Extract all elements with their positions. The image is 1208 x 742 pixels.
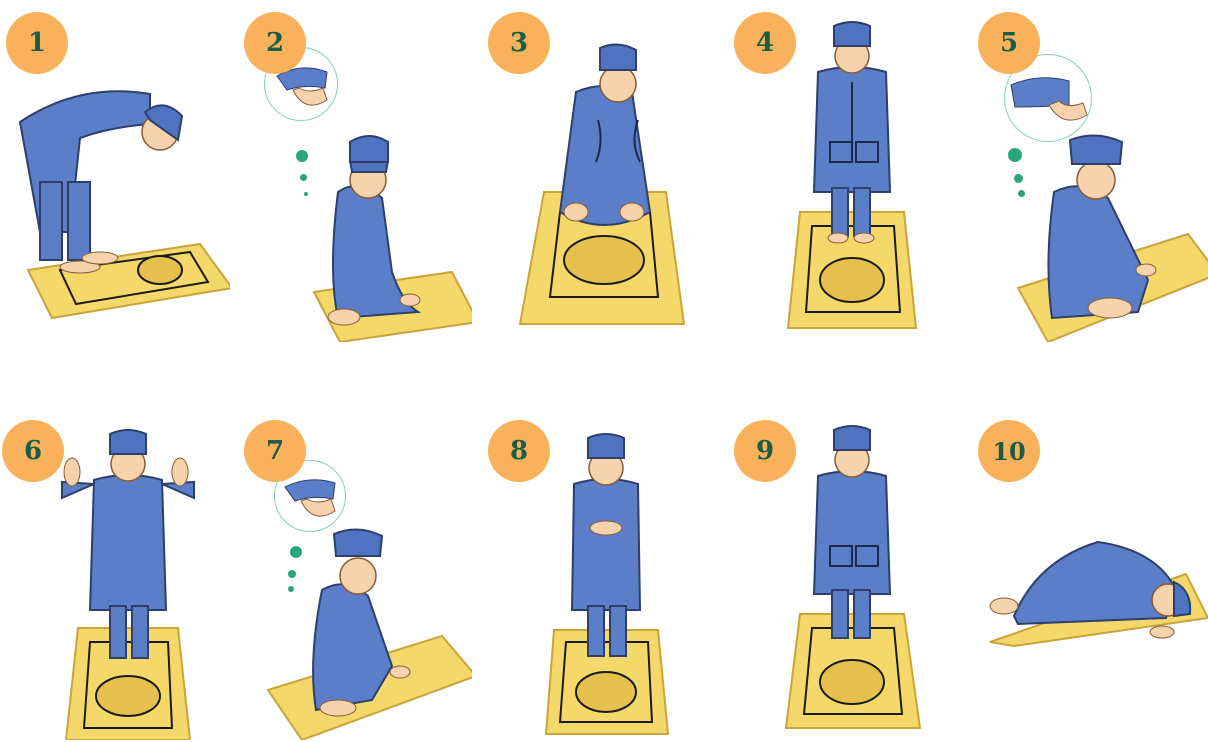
- thought-dot-medium: [288, 570, 296, 578]
- step-number-badge: 8: [488, 420, 550, 482]
- step-3: 3: [488, 12, 718, 342]
- step-7: 7: [242, 410, 472, 740]
- step-8: 8: [488, 410, 718, 740]
- step-10: 10: [978, 410, 1208, 740]
- thought-dot-large: [290, 546, 302, 558]
- step-4: 4: [734, 12, 964, 342]
- thought-dot-medium: [1014, 174, 1023, 183]
- thought-dot-small: [288, 586, 294, 592]
- thought-dot-large: [296, 150, 308, 162]
- thought-dot-large: [1008, 148, 1022, 162]
- step-number-badge: 1: [6, 12, 68, 74]
- step-5: 5: [978, 12, 1208, 342]
- step-number-badge: 7: [244, 420, 306, 482]
- thought-dot-small: [1018, 190, 1025, 197]
- thought-dot-medium: [300, 174, 307, 181]
- step-9: 9: [734, 410, 964, 740]
- step-2: 2: [242, 12, 472, 342]
- step-number-badge: 6: [2, 420, 64, 482]
- step-1: 1: [0, 12, 230, 342]
- step-number-badge: 9: [734, 420, 796, 482]
- step-number-badge: 3: [488, 12, 550, 74]
- thought-dot-small: [304, 192, 308, 196]
- step-number-badge: 5: [978, 12, 1040, 74]
- step-6: 6: [0, 410, 230, 740]
- step-number-badge: 4: [734, 12, 796, 74]
- step-number-badge: 2: [244, 12, 306, 74]
- step-number-badge: 10: [978, 420, 1040, 482]
